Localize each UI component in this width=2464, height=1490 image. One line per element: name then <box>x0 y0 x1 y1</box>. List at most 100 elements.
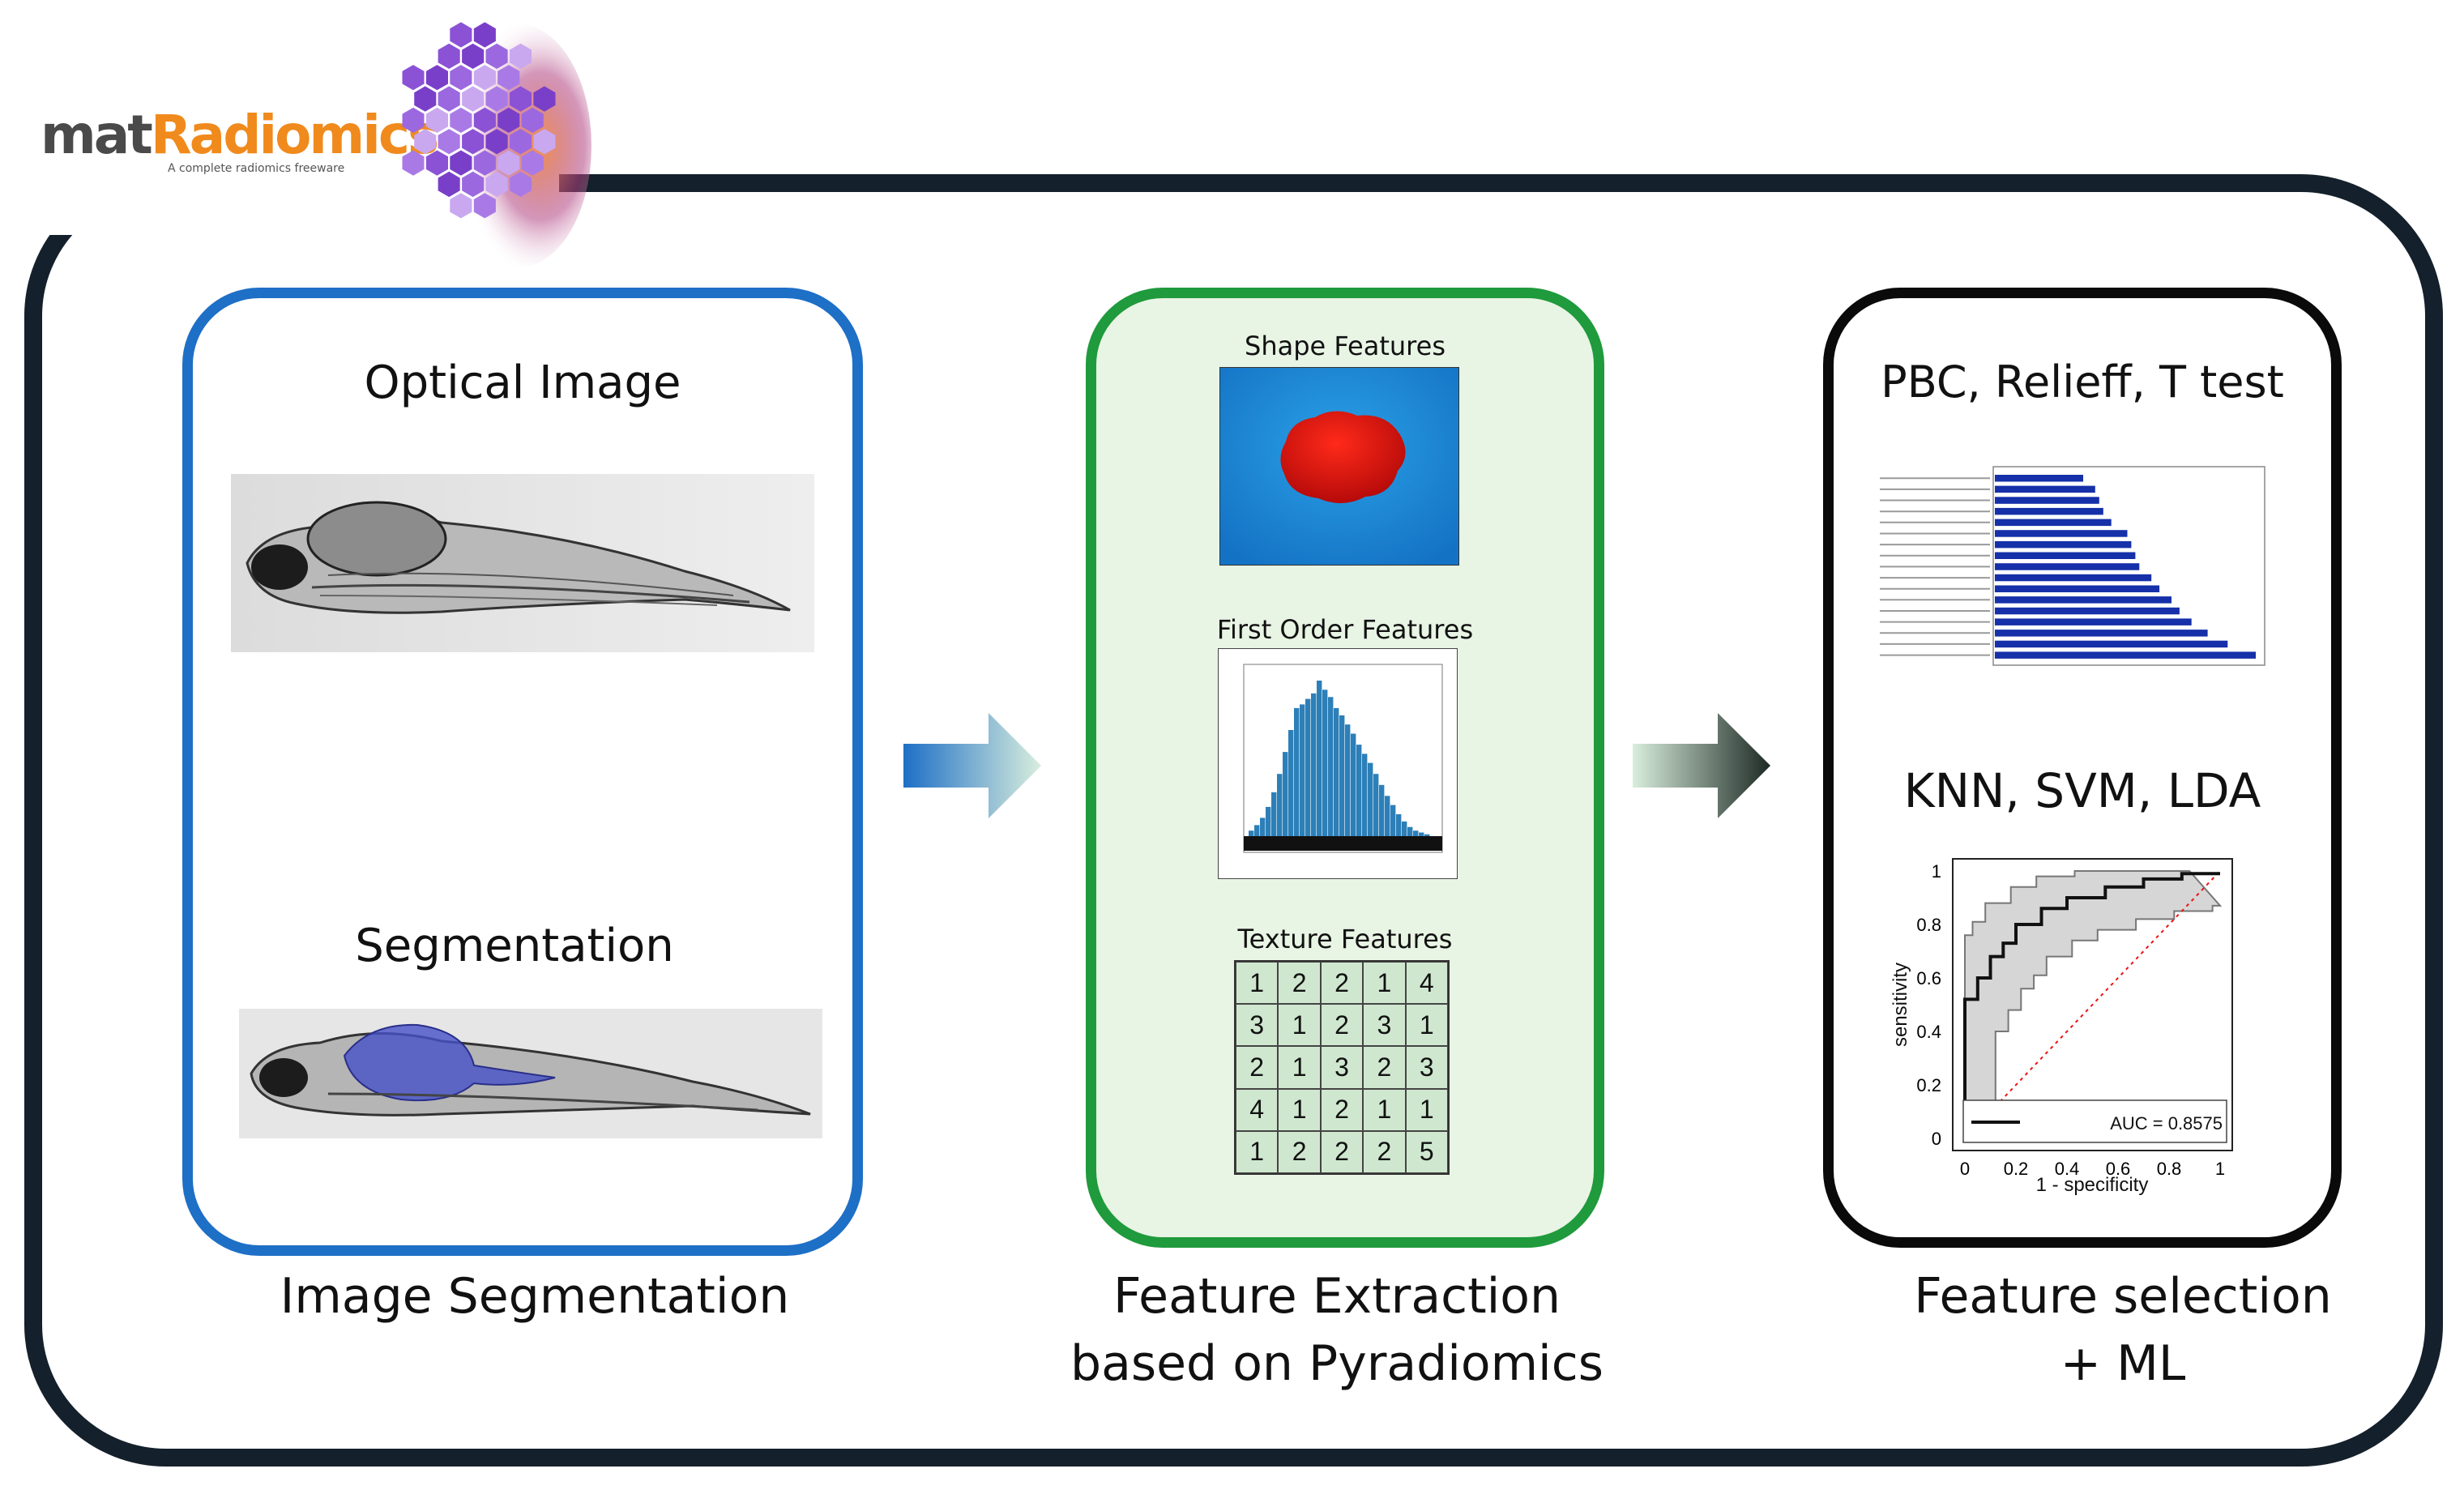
texture-matrix-cell: 3 <box>1363 1004 1406 1047</box>
roc-x-tick-label: 1 <box>2215 1159 2225 1179</box>
texture-matrix-cell: 2 <box>1320 1004 1364 1047</box>
feature-ranking-bar-chart <box>1847 462 2281 689</box>
histogram-bar <box>1396 813 1402 836</box>
roc-chance-line <box>1964 870 2221 1139</box>
texture-matrix-cell: 1 <box>1363 962 1406 1005</box>
logo-hexagon <box>402 65 425 91</box>
logo-hexagon <box>425 107 448 133</box>
histogram-bar <box>1277 774 1283 836</box>
histogram-bar <box>1334 707 1339 836</box>
texture-matrix-cell: 1 <box>1236 962 1279 1005</box>
logo-hexagon <box>450 193 472 219</box>
histogram-bar <box>1351 733 1356 836</box>
logo-hexagon <box>497 107 520 133</box>
roc-y-tick-label: 0.4 <box>1916 1022 1941 1042</box>
histogram-bar <box>1390 805 1396 836</box>
roc-y-tick-label: 0.6 <box>1916 968 1941 988</box>
roc-y-tick-label: 0.8 <box>1916 915 1941 935</box>
histogram-bar <box>1260 818 1266 836</box>
feature-rank-bar <box>1995 485 2095 493</box>
roc-x-tick-label: 0.2 <box>2004 1159 2029 1179</box>
feature-selection-methods-title: PBC, Relieff, T test <box>1881 356 2284 408</box>
histogram-bar <box>1379 784 1385 836</box>
feature-rank-bar <box>1995 552 2136 559</box>
logo-hexagon <box>473 150 496 176</box>
histogram-bar <box>1271 792 1277 836</box>
roc-y-tick-label: 0.2 <box>1916 1075 1941 1095</box>
histogram-bar <box>1311 693 1317 836</box>
feature-rank-bar <box>1995 540 2132 549</box>
logo-hexagon <box>485 171 508 198</box>
texture-matrix-cell: 2 <box>1278 1130 1321 1173</box>
extraction-caption-line2: based on Pyradiomics <box>1070 1335 1604 1392</box>
ml-caption-line2: + ML <box>2060 1335 2186 1392</box>
texture-matrix-cell: 1 <box>1363 1088 1406 1131</box>
roc-confidence-band <box>1964 870 2223 1140</box>
texture-matrix-cell: 1 <box>1405 1004 1448 1047</box>
feature-rank-bar <box>1995 475 2083 482</box>
roc-curve-line <box>1963 872 2220 1138</box>
logo-hexagon <box>450 107 472 133</box>
optical-fish-image <box>231 474 814 652</box>
feature-rank-bar <box>1995 574 2152 582</box>
texture-matrix-cell: 2 <box>1363 1046 1406 1089</box>
logo-hexagon <box>462 86 485 112</box>
histogram-bar <box>1266 806 1271 836</box>
logo-hexagon <box>521 107 544 133</box>
segmentation-caption: Image Segmentation <box>280 1268 790 1325</box>
shape-features-title: Shape Features <box>1245 331 1446 361</box>
texture-matrix-cell: 2 <box>1236 1046 1279 1089</box>
texture-matrix-cell: 4 <box>1236 1088 1279 1131</box>
logo-hexagon <box>510 129 532 155</box>
logo-hexagon <box>473 107 496 133</box>
feature-rank-bar <box>1995 618 2192 625</box>
feature-rank-bar <box>1995 596 2171 604</box>
histogram-bar <box>1368 762 1373 836</box>
feature-rank-bar <box>1995 585 2160 592</box>
logo-tagline: A complete radiomics freeware <box>168 162 345 175</box>
texture-matrix-cell: 1 <box>1278 1088 1321 1131</box>
feature-rank-bar <box>1995 607 2180 615</box>
roc-y-tick-label: 1 <box>1932 861 1941 882</box>
logo-hexagon <box>414 86 437 112</box>
logo-hexagon <box>497 150 520 176</box>
texture-matrix-cell: 2 <box>1363 1130 1406 1173</box>
logo-hexagon <box>462 43 485 69</box>
texture-matrix-cell: 2 <box>1320 1130 1364 1173</box>
logo-hexagon <box>533 86 556 112</box>
logo-hexagon <box>450 22 472 48</box>
feature-rank-bar <box>1995 530 2128 537</box>
roc-auc-label: AUC = 0.8575 <box>2110 1113 2223 1134</box>
segmentation-title: Segmentation <box>355 920 674 972</box>
feature-rank-bar <box>1995 497 2099 504</box>
texture-matrix-cell: 2 <box>1278 962 1321 1005</box>
histogram-bar <box>1305 698 1311 836</box>
histogram-bar <box>1283 752 1288 836</box>
logo-hexagon <box>473 22 496 48</box>
feature-rank-bar <box>1995 640 2228 648</box>
histogram-bar <box>1249 830 1254 836</box>
segmented-fish-image <box>239 1009 822 1138</box>
logo-hexagon <box>473 65 496 91</box>
roc-x-tick-label: 0.8 <box>2157 1159 2182 1179</box>
logo-wordmark: matRadiomics <box>41 104 439 166</box>
logo-hexagon <box>510 86 532 112</box>
texture-matrix-cell: 2 <box>1320 962 1364 1005</box>
roc-x-tick-label: 0 <box>1960 1159 1970 1179</box>
logo-hexagon <box>473 193 496 219</box>
texture-matrix-cell: 3 <box>1405 1046 1448 1089</box>
arrow-right-icon <box>903 713 1041 818</box>
logo-hexagon <box>497 65 520 91</box>
histogram-bar <box>1328 697 1334 836</box>
texture-matrix-cell: 1 <box>1405 1088 1448 1131</box>
histogram-bar <box>1288 730 1294 836</box>
roc-x-axis-label: 1 - specificity <box>2036 1174 2149 1196</box>
histogram-bar <box>1322 689 1328 836</box>
logo-hexagon <box>485 129 508 155</box>
logo-hexagon <box>521 150 544 176</box>
feature-rank-bar <box>1995 563 2140 570</box>
histogram-bar <box>1362 754 1368 836</box>
first-order-features-title: First Order Features <box>1216 614 1474 645</box>
roc-x-tick-label: 0.6 <box>2106 1159 2131 1179</box>
